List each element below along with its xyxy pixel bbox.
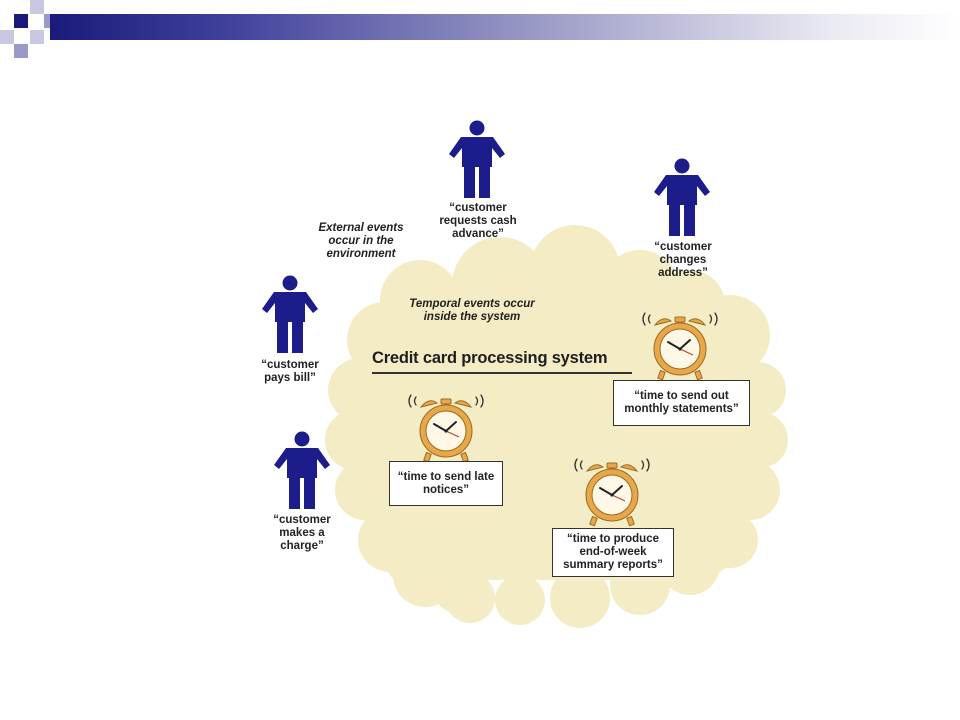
temporal-event-monthly-statements: “time to send out monthly statements” [613, 380, 750, 426]
person-icon [654, 158, 710, 236]
person-label-pays-bill: “customer pays bill” [261, 359, 319, 384]
person-icon [449, 120, 505, 198]
header-gradient-bar [50, 14, 960, 40]
person-icon [262, 275, 318, 353]
temporal-events-label: Temporal events occur inside the system [409, 298, 535, 323]
temporal-event-late-notices: “time to send late notices” [389, 461, 503, 506]
person-label-cash-advance: “customer requests cash advance” [439, 202, 517, 240]
external-events-label: External events occur in the environment [318, 222, 404, 260]
system-title-underline [372, 372, 632, 374]
alarm-clock-icon [642, 312, 718, 381]
slide-header [0, 0, 960, 58]
alarm-clock-icon [408, 394, 484, 463]
person-label-changes-address: “customer changes address” [654, 241, 712, 279]
person-label-makes-charge: “customer makes a charge” [273, 514, 331, 552]
alarm-clock-icon [574, 458, 650, 527]
person-icon [274, 431, 330, 509]
system-title: Credit card processing system [372, 349, 608, 367]
temporal-event-summary-reports: “time to produce end-of-week summary rep… [552, 528, 674, 577]
